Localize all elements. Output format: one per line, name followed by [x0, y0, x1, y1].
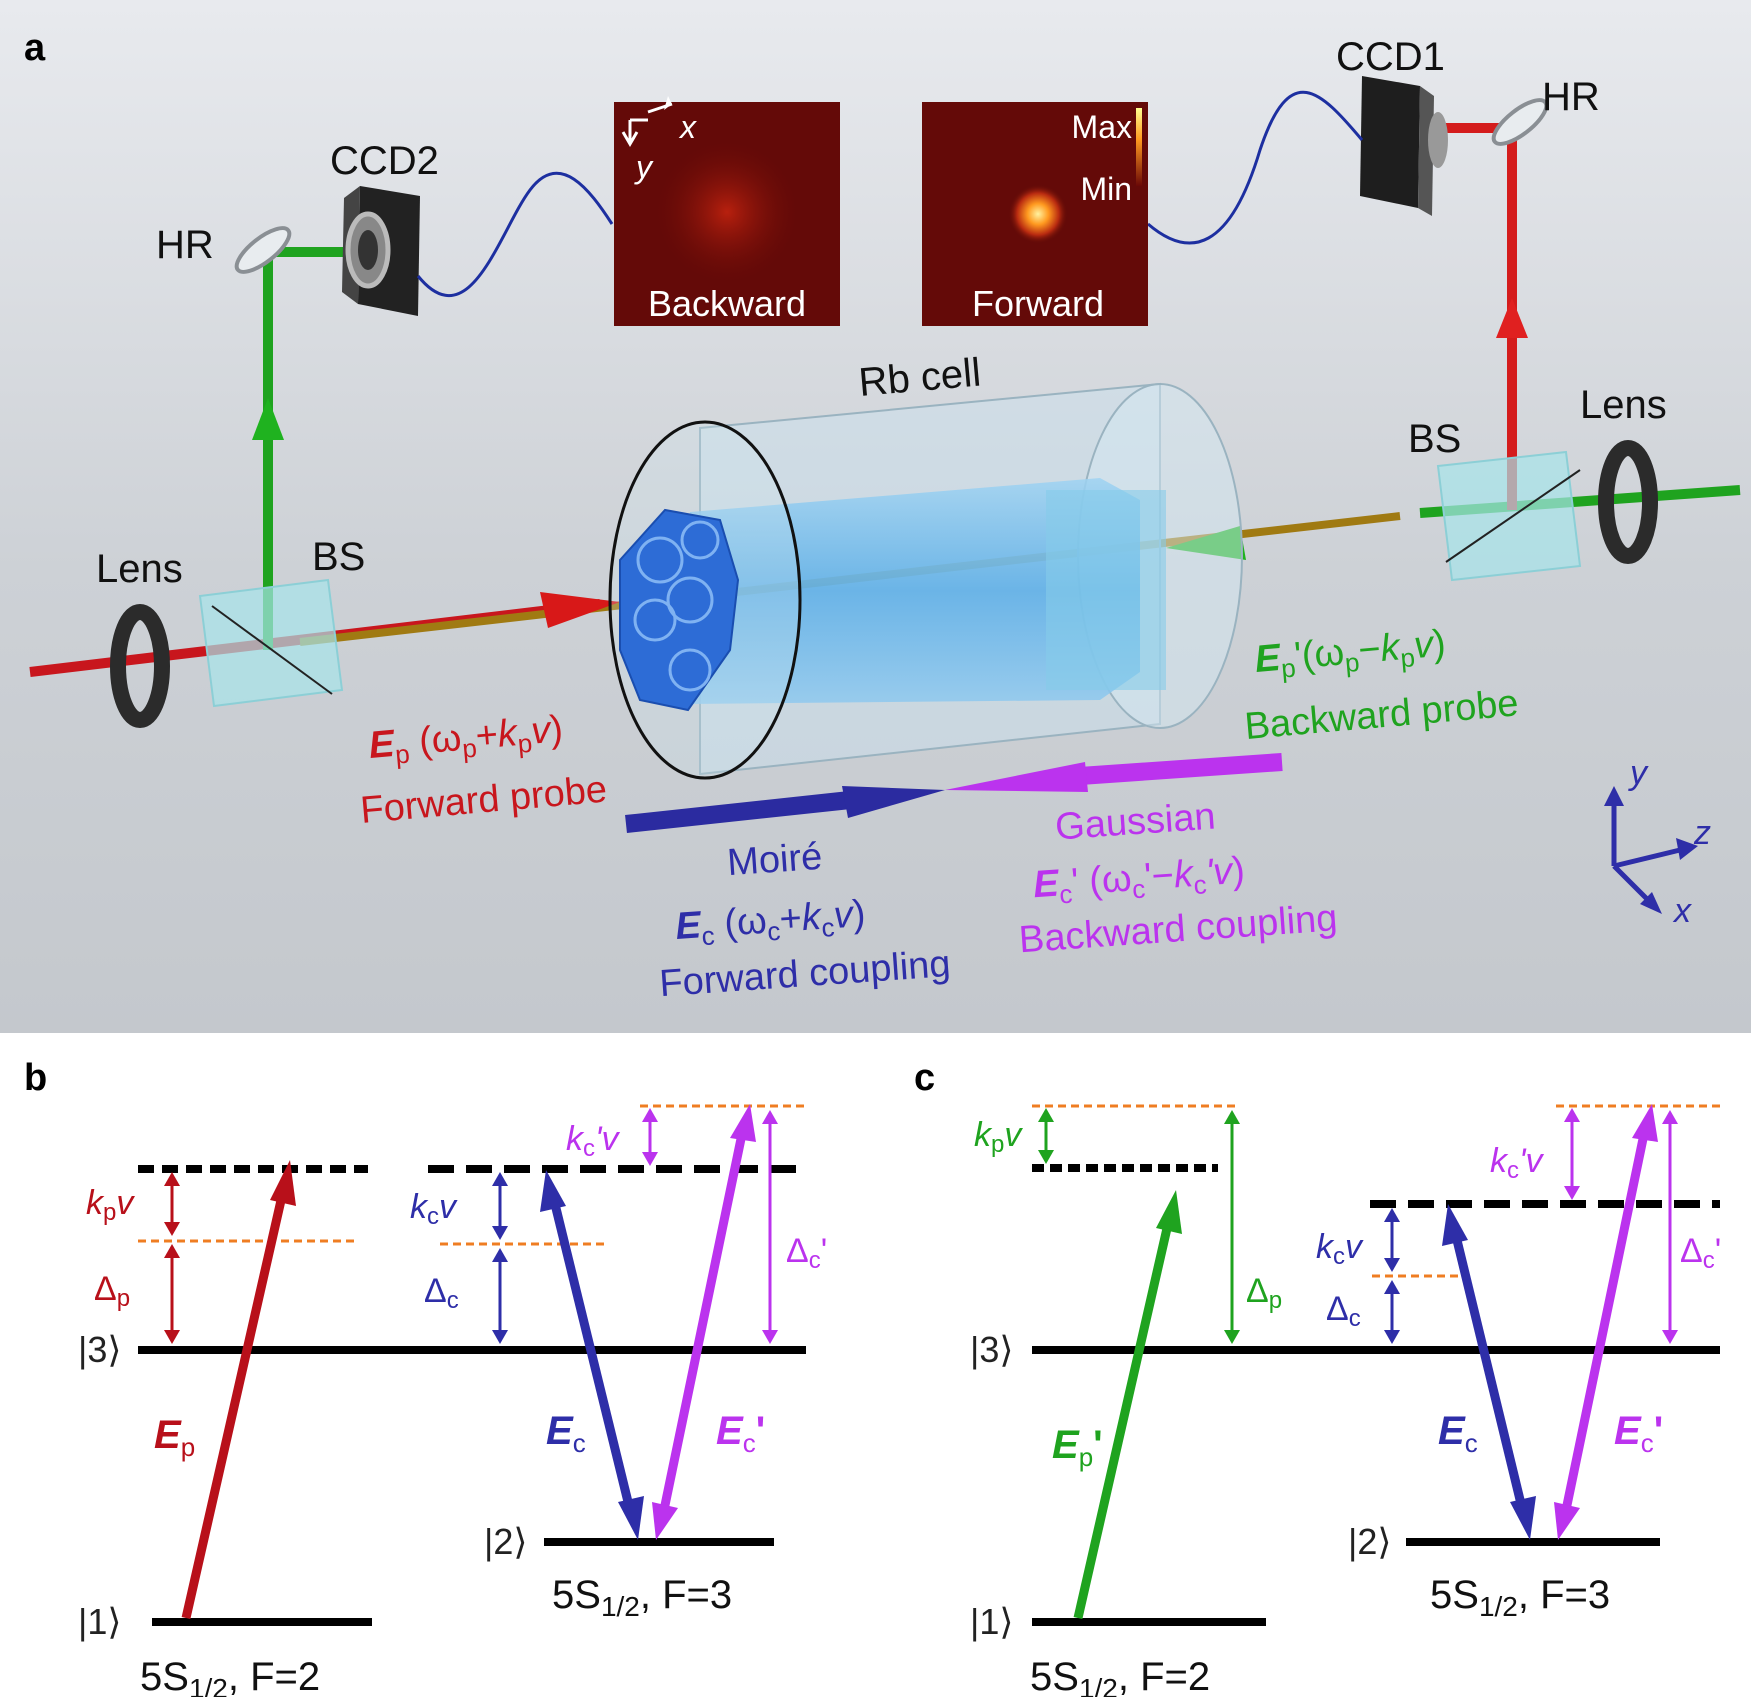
b-ecp-arrow	[652, 1104, 756, 1540]
beam-splitter-right	[1436, 450, 1582, 582]
c-ecp-arrow	[1554, 1104, 1658, 1540]
backward-coupling-arrow	[945, 762, 1088, 792]
c-epp-label: Ep'	[1052, 1423, 1103, 1472]
colorbar-max-label: Max	[1072, 109, 1132, 145]
b-ground2-label: 5S1/2, F=3	[552, 1573, 732, 1622]
hr-mirror-left-icon	[234, 226, 292, 274]
panel-label-c: c	[914, 1057, 935, 1099]
b-ground1-label: 5S1/2, F=2	[140, 1655, 320, 1697]
c-state2-label: |2⟩	[1348, 1521, 1391, 1562]
moire-label: Moiré	[726, 836, 824, 885]
b-delta-cp-double-arrow	[762, 1110, 778, 1344]
b-delta-c-label: Δc	[424, 1272, 459, 1314]
b-state1-label: |1⟩	[78, 1601, 121, 1642]
panel-label-b: b	[24, 1057, 47, 1099]
image-axis-x-arrow-icon	[664, 96, 672, 110]
b-ecp-label: Ec'	[716, 1409, 765, 1458]
forward-image-label: Forward	[972, 283, 1104, 324]
b-delta-cp-label: Δc'	[786, 1232, 827, 1274]
b-ec-arrow	[540, 1170, 644, 1540]
rb-cell-label: Rb cell	[857, 350, 983, 404]
c-kpv-double-arrow	[1038, 1108, 1054, 1164]
lens-right-label: Lens	[1580, 383, 1667, 427]
backward-coupling-label-group: Gaussian Ec' (ωc'−kc'v) Backward couplin…	[1018, 795, 1339, 961]
b-kcv-label: kcv	[410, 1188, 458, 1230]
c-delta-p-label: Δp	[1246, 1272, 1282, 1314]
lens-left-icon	[110, 604, 170, 728]
b-state2-label: |2⟩	[484, 1521, 527, 1562]
b-kpv-label: kpv	[86, 1184, 135, 1226]
c-ground1-label: 5S1/2, F=2	[1030, 1655, 1210, 1697]
image-axis-x-label: x	[678, 109, 697, 145]
forward-probe-arrow	[540, 592, 620, 628]
b-kcpv-double-arrow	[642, 1108, 658, 1166]
forward-coupling-arrow	[842, 786, 945, 818]
lens-right-icon	[1598, 440, 1658, 564]
c-kcv-double-arrow	[1384, 1208, 1400, 1272]
backward-image-label: Backward	[648, 283, 806, 324]
c-delta-cp-label: Δc'	[1680, 1232, 1721, 1274]
backward-coupling-beam	[1079, 753, 1283, 785]
forward-coupling-beam	[625, 791, 851, 833]
panel-label-a: a	[24, 27, 46, 69]
c-kpv-label: kpv	[974, 1116, 1023, 1158]
rb-cell	[608, 382, 1243, 780]
red-up-arrow	[1496, 298, 1528, 338]
image-axis-y-label: y	[634, 149, 654, 185]
beam-splitter-left	[198, 578, 344, 708]
green-up-arrow	[252, 398, 284, 440]
c-delta-cp-double-arrow	[1662, 1110, 1678, 1344]
axis-z-label: z	[1693, 814, 1711, 852]
b-ep-arrow	[181, 1160, 296, 1619]
image-axes-icon	[621, 102, 673, 147]
b-delta-p-label: Δp	[94, 1270, 130, 1312]
cable-left	[416, 171, 614, 297]
c-state3-label: |3⟩	[970, 1329, 1013, 1370]
c-ec-label: Ec	[1438, 1409, 1478, 1458]
hr-mirror-right-icon	[1491, 98, 1549, 146]
c-delta-c-double-arrow	[1384, 1280, 1400, 1344]
b-state3-label: |3⟩	[78, 1329, 121, 1370]
b-kcpv-label: kc'v	[566, 1120, 620, 1162]
c-kcpv-double-arrow	[1564, 1108, 1580, 1200]
axis-y-label: y	[1628, 754, 1649, 792]
svg-text:Ep (ωp+kpv): Ep (ωp+kpv)	[367, 708, 565, 772]
hr-right-label: HR	[1542, 75, 1600, 119]
c-ground2-label: 5S1/2, F=3	[1430, 1573, 1610, 1622]
c-state1-label: |1⟩	[970, 1601, 1013, 1642]
ccd1-label: CCD1	[1336, 35, 1445, 79]
axis-x-label: x	[1672, 892, 1692, 930]
coordinate-axes-icon	[1604, 786, 1698, 914]
hr-left-label: HR	[156, 223, 214, 267]
forward-spot	[1008, 184, 1068, 244]
cable-right	[1147, 90, 1364, 245]
c-kcv-label: kcv	[1316, 1228, 1364, 1270]
colorbar-min-label: Min	[1080, 171, 1132, 207]
c-delta-p-double-arrow	[1224, 1110, 1240, 1344]
backward-spot	[647, 132, 807, 292]
b-delta-c-double-arrow	[492, 1248, 508, 1344]
b-ec-label: Ec	[546, 1409, 586, 1458]
c-ec-arrow	[1442, 1204, 1536, 1540]
svg-text:Ec' (ωc'−kc'v): Ec' (ωc'−kc'v)	[1032, 850, 1247, 912]
forward-coupling-label-group: Moiré Ec (ωc+kcv) Forward coupling	[658, 836, 952, 1006]
svg-text:Ec (ωc+kcv): Ec (ωc+kcv)	[674, 893, 867, 953]
ccd2-label: CCD2	[330, 139, 439, 183]
bs-left-label: BS	[312, 535, 365, 579]
colorbar	[1136, 108, 1142, 186]
ccd1-camera-icon	[1360, 76, 1448, 216]
c-kcpv-label: kc'v	[1490, 1142, 1544, 1184]
c-epp-arrow	[1073, 1190, 1182, 1620]
lens-left-label: Lens	[96, 547, 183, 591]
b-kcv-double-arrow	[492, 1172, 508, 1240]
c-delta-c-label: Δc	[1326, 1290, 1361, 1332]
b-ep-label: Ep	[154, 1413, 195, 1462]
c-ecp-label: Ec'	[1614, 1409, 1663, 1458]
bs-right-label: BS	[1408, 417, 1461, 461]
b-kpv-double-arrow	[164, 1172, 180, 1236]
ccd2-camera-icon	[342, 186, 420, 316]
b-delta-p-double-arrow	[164, 1244, 180, 1344]
